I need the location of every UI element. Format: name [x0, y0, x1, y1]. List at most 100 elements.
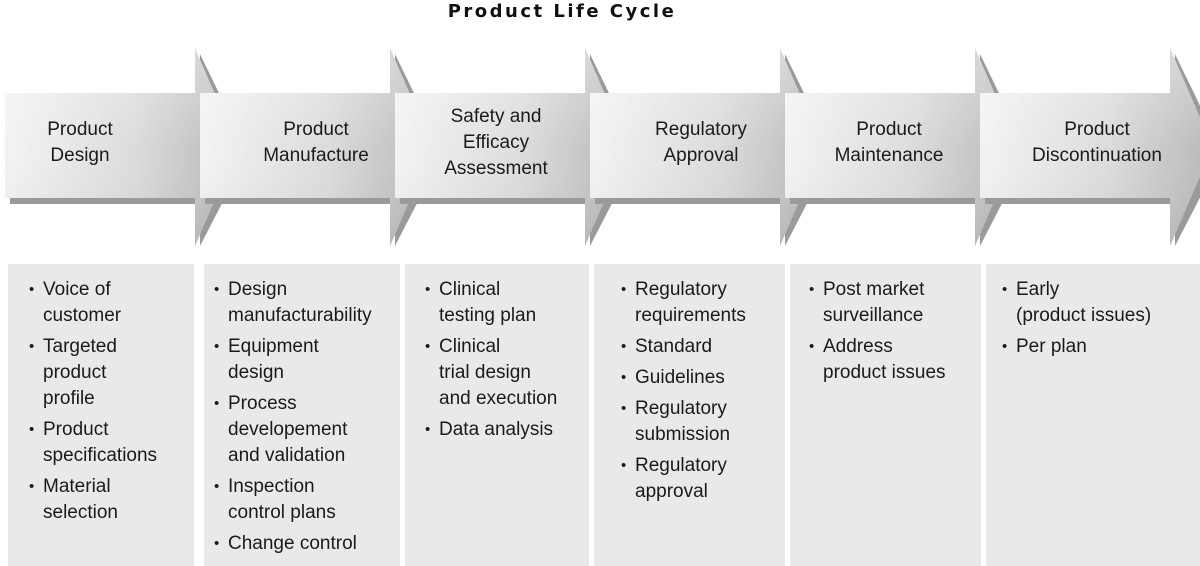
stage-label-line: Maintenance — [834, 145, 944, 166]
detail-item-line: Inspection — [228, 476, 315, 497]
detail-item: Address product issues — [809, 334, 981, 386]
arrow-shading — [590, 48, 823, 246]
detail-item-line: approval — [635, 481, 708, 502]
detail-item: Product specifications — [29, 417, 194, 469]
detail-panel-product-maintenance: Post market surveillanceAddress product is… — [790, 264, 981, 566]
detail-item-line: product — [43, 362, 107, 383]
diagram-title: Product Life Cycle — [447, 1, 677, 22]
detail-item-line: Material — [43, 476, 111, 497]
detail-item: Voice of customer — [29, 277, 194, 329]
detail-item-line: Regulatory — [635, 279, 727, 300]
detail-item-line: specifications — [43, 445, 158, 466]
detail-item-line: Regulatory — [635, 455, 727, 476]
detail-item-line: and execution — [439, 388, 558, 409]
detail-item-line: Data analysis — [439, 419, 554, 440]
detail-item-line: Change control — [228, 533, 357, 554]
detail-item-line: Clinical — [439, 279, 501, 300]
detail-item-line: design — [228, 362, 284, 383]
detail-item: Data analysis — [425, 417, 589, 443]
stage-label-line: Product — [856, 119, 922, 140]
stage-label-line: Approval — [663, 145, 739, 166]
detail-item-line: developement — [228, 419, 348, 440]
detail-item-line: selection — [43, 502, 118, 523]
detail-list: Design manufacturabilityEquipment designPr… — [214, 277, 400, 562]
detail-list: Voice of customerTargeted product profilePr… — [29, 277, 194, 531]
stage-label-line: Manufacture — [263, 145, 369, 166]
arrow-shading — [200, 48, 433, 246]
detail-item-line: and validation — [228, 445, 346, 466]
detail-panel-product-design: Voice of customerTargeted product profilePr… — [8, 264, 194, 566]
detail-item: Material selection — [29, 474, 194, 526]
detail-panel-product-manufacture: Design manufacturabilityEquipment designPr… — [204, 264, 400, 566]
stage-label-line: Assessment — [444, 158, 548, 179]
detail-list: Post market surveillanceAddress product is… — [809, 277, 981, 391]
detail-item-line: surveillance — [823, 305, 924, 326]
detail-item-line: Targeted — [43, 336, 117, 357]
detail-item-line: product issues — [823, 362, 946, 383]
detail-item: Design manufacturability — [214, 277, 400, 329]
detail-item-line: Regulatory — [635, 398, 727, 419]
detail-item: Regulatory submission — [621, 396, 785, 448]
detail-item-line: testing plan — [439, 305, 537, 326]
detail-list: Regulatory requirementsStandardGuidelines… — [621, 277, 785, 510]
stage-label-line: Regulatory — [655, 119, 747, 140]
detail-item: Change control — [214, 531, 400, 557]
detail-item: Targeted product profile — [29, 334, 194, 412]
detail-item-line: (product issues) — [1016, 305, 1152, 326]
detail-item: Per plan — [1002, 334, 1200, 360]
detail-item-line: Standard — [635, 336, 713, 357]
detail-item-line: Voice of — [43, 279, 111, 300]
detail-item-line: Clinical — [439, 336, 501, 357]
process-arrows — [5, 48, 1200, 246]
stage-label-line: Design — [50, 145, 110, 166]
detail-item: Regulatory requirements — [621, 277, 785, 329]
detail-item-line: Process — [228, 393, 297, 414]
detail-item-line: manufacturability — [228, 305, 372, 326]
detail-item: Clinical trial design and execution — [425, 334, 589, 412]
stage-label-line: Discontinuation — [1032, 145, 1162, 166]
stage-label-line: Product — [47, 119, 113, 140]
detail-item-line: Equipment — [228, 336, 319, 357]
detail-item-line: Address — [823, 336, 893, 357]
detail-item-line: Guidelines — [635, 367, 725, 388]
detail-item: Equipment design — [214, 334, 400, 386]
detail-item-line: requirements — [635, 305, 746, 326]
stage-label-line: Efficacy — [462, 132, 530, 153]
arrow-shading — [5, 48, 238, 246]
detail-item-line: Early — [1016, 279, 1060, 300]
detail-item-line: submission — [635, 424, 731, 445]
stage-label-line: Safety and — [450, 106, 542, 127]
arrow-shading — [980, 48, 1200, 246]
detail-list: Early (product issues) Per plan — [1002, 277, 1200, 365]
detail-panel-product-discontinuation: Early (product issues) Per plan — [986, 264, 1200, 566]
detail-item-line: Product — [43, 419, 109, 440]
detail-item-line: Per plan — [1016, 336, 1087, 357]
stage-label-line: Product — [283, 119, 349, 140]
detail-item: Inspection control plans — [214, 474, 400, 526]
detail-item: Post market surveillance — [809, 277, 981, 329]
detail-item-line: Post market — [823, 279, 925, 300]
detail-item-line: profile — [43, 388, 95, 409]
stage-label-line: Product — [1064, 119, 1130, 140]
detail-item: Early (product issues) — [1002, 277, 1200, 329]
arrow-shading — [395, 48, 628, 246]
detail-item: Regulatory approval — [621, 453, 785, 505]
detail-item: Standard — [621, 334, 785, 360]
detail-item-line: customer — [43, 305, 122, 326]
detail-item-line: control plans — [228, 502, 336, 523]
detail-item: Guidelines — [621, 365, 785, 391]
detail-panel-regulatory-approval: Regulatory requirementsStandardGuidelines… — [594, 264, 785, 566]
detail-item-line: Design — [228, 279, 288, 300]
detail-item: Clinical testing plan — [425, 277, 589, 329]
detail-item: Process developement and validation — [214, 391, 400, 469]
arrow-shading — [785, 48, 1018, 246]
detail-item-line: trial design — [439, 362, 531, 383]
